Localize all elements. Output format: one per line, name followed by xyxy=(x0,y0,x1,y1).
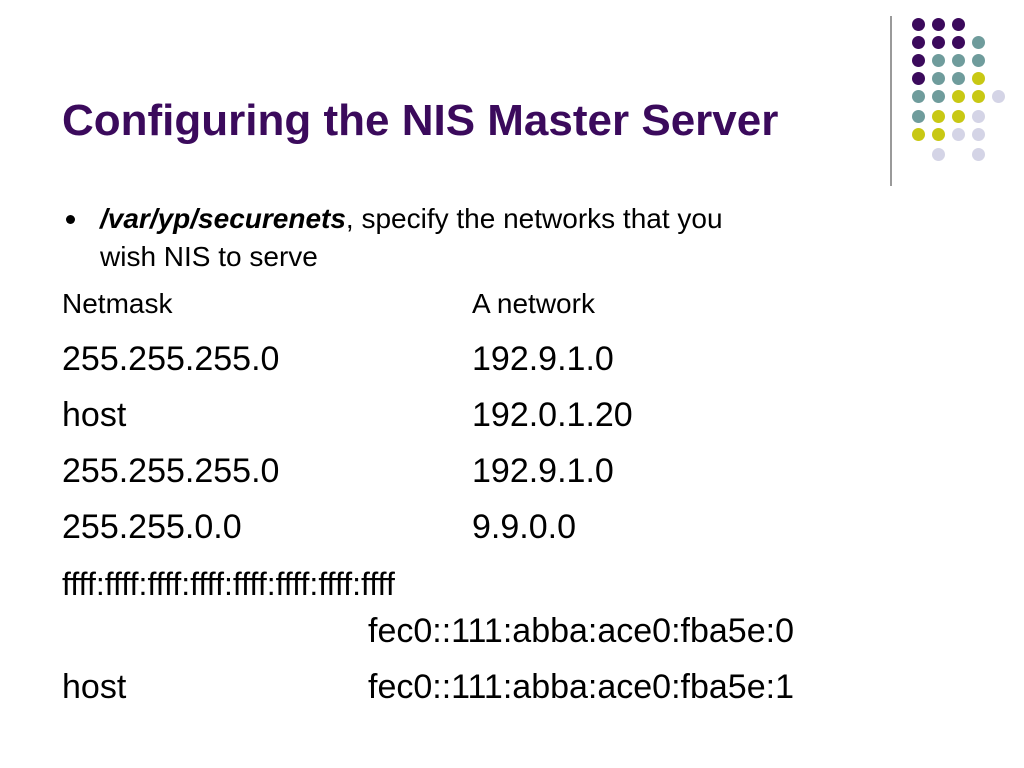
netmask-cell: 255.255.255.0 xyxy=(62,452,280,490)
netmask-cell: ffff:ffff:ffff:ffff:ffff:ffff:ffff:ffff xyxy=(62,566,395,602)
decor-dot xyxy=(932,18,945,31)
decor-dot xyxy=(972,72,985,85)
decor-dot xyxy=(992,90,1005,103)
decor-dot xyxy=(972,128,985,141)
title-divider xyxy=(890,16,892,186)
decor-dot xyxy=(912,90,925,103)
decor-dot xyxy=(912,72,925,85)
bullet-line-1: , specify the networks that you xyxy=(345,203,723,234)
bullet-marker xyxy=(66,215,75,224)
network-cell: 9.9.0.0 xyxy=(472,508,576,546)
decor-dot xyxy=(912,36,925,49)
netmask-cell: host xyxy=(62,396,127,434)
decor-dot xyxy=(972,36,985,49)
netmask-header: Netmask xyxy=(62,288,173,319)
decor-dot xyxy=(932,90,945,103)
decor-dot xyxy=(972,110,985,123)
decor-dot xyxy=(932,148,945,161)
slide-title: Configuring the NIS Master Server xyxy=(62,96,779,145)
netmask-cell: host xyxy=(62,668,127,706)
decor-dot xyxy=(912,110,925,123)
decor-dot xyxy=(932,72,945,85)
network-cell: fec0::111:abba:ace0:fba5e:0 xyxy=(368,612,794,650)
decor-dot xyxy=(972,148,985,161)
network-cell: 192.9.1.0 xyxy=(472,452,614,490)
decor-dot xyxy=(952,110,965,123)
decor-dot xyxy=(912,54,925,67)
decor-dot xyxy=(912,128,925,141)
netmask-cell: 255.255.0.0 xyxy=(62,508,242,546)
decor-dot xyxy=(912,18,925,31)
decor-dot xyxy=(932,54,945,67)
decorative-dot-grid xyxy=(904,14,1014,174)
bullet-line-2: wish NIS to serve xyxy=(100,241,318,272)
decor-dot xyxy=(972,54,985,67)
decor-dot xyxy=(932,36,945,49)
decor-dot xyxy=(952,90,965,103)
netmask-cell: 255.255.255.0 xyxy=(62,340,280,378)
network-cell: 192.0.1.20 xyxy=(472,396,633,434)
network-header: A network xyxy=(472,288,595,319)
decor-dot xyxy=(932,128,945,141)
decor-dot xyxy=(952,18,965,31)
decor-dot xyxy=(932,110,945,123)
bullet-text: /var/yp/securenets, specify the networks… xyxy=(100,200,960,276)
decor-dot xyxy=(972,90,985,103)
decor-dot xyxy=(952,128,965,141)
decor-dot xyxy=(952,72,965,85)
network-cell: fec0::111:abba:ace0:fba5e:1 xyxy=(368,668,794,706)
decor-dot xyxy=(952,54,965,67)
network-cell: 192.9.1.0 xyxy=(472,340,614,378)
decor-dot xyxy=(952,36,965,49)
file-path: /var/yp/securenets xyxy=(100,203,346,234)
